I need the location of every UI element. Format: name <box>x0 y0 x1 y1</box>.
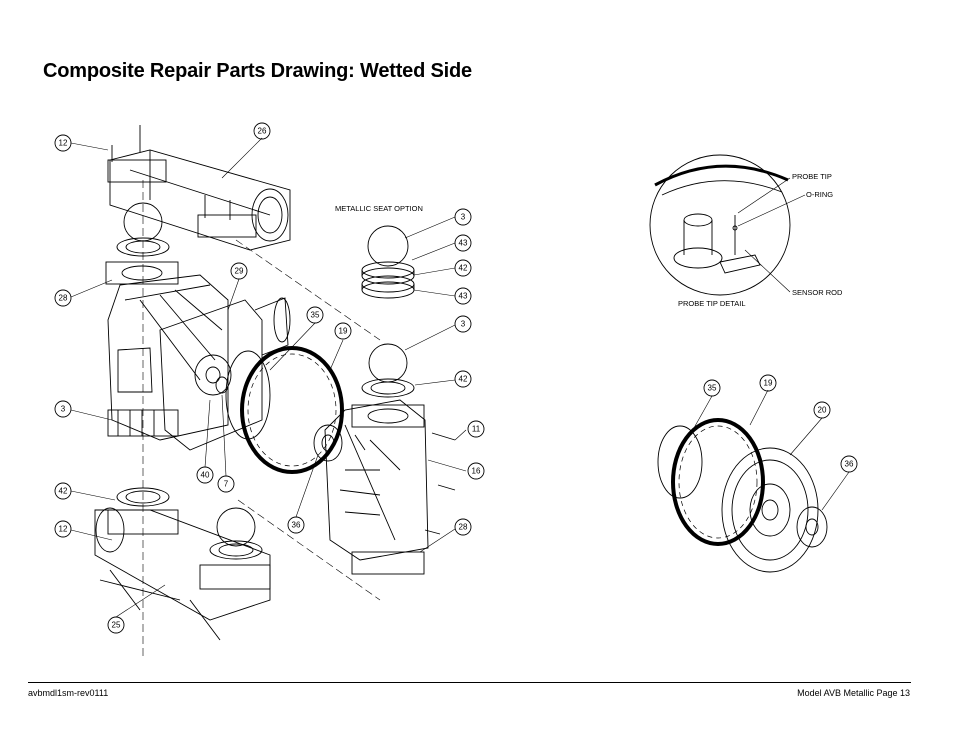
callout-16: 16 <box>467 462 485 480</box>
probe-tip-label: PROBE TIP <box>792 172 832 181</box>
callout-label: 12 <box>59 139 68 148</box>
callout-label: 36 <box>292 521 301 530</box>
top-seat-left <box>105 237 179 285</box>
callout-42c: 42 <box>454 370 472 388</box>
callout-label: 40 <box>201 471 210 480</box>
callout-label: 11 <box>472 425 481 434</box>
callout-43a: 43 <box>454 234 472 252</box>
fasteners-11 <box>424 432 456 535</box>
o-ring-label: O-RING <box>806 190 833 199</box>
callout-label: 43 <box>459 239 468 248</box>
callout-25: 25 <box>107 616 125 634</box>
callout-label: 42 <box>59 487 68 496</box>
callout-26: 26 <box>253 122 271 140</box>
callout-label: 25 <box>112 621 121 630</box>
alignment-lines <box>142 180 381 660</box>
leader-lines <box>70 137 467 618</box>
callout-35: 35 <box>306 306 324 324</box>
callout-label: 26 <box>258 127 267 136</box>
metallic-seat-option <box>361 225 415 299</box>
diaphragm-19 <box>240 346 344 474</box>
center-body-left <box>107 274 229 441</box>
callout-d20: 20 <box>813 401 831 419</box>
callout-label: 43 <box>459 292 468 301</box>
callout-label: 3 <box>461 320 466 329</box>
sensor-rod-label: SENSOR ROD <box>792 288 843 297</box>
page-number: Model AVB Metallic Page 13 <box>797 688 910 698</box>
callout-label: 19 <box>764 379 773 388</box>
page-title: Composite Repair Parts Drawing: Wetted S… <box>43 60 472 82</box>
bottom-manifold <box>94 487 271 641</box>
callout-40: 40 <box>196 466 214 484</box>
air-chamber-plate <box>159 297 291 451</box>
footer-rule <box>28 682 911 683</box>
top-manifold <box>107 125 291 251</box>
callout-d35: 35 <box>703 379 721 397</box>
callout-43b: 43 <box>454 287 472 305</box>
callout-36: 36 <box>287 516 305 534</box>
callout-11: 11 <box>467 420 485 438</box>
callout-29: 29 <box>230 262 248 280</box>
callout-label: 3 <box>461 213 466 222</box>
callout-label: 19 <box>339 327 348 336</box>
callout-12b: 12 <box>54 520 72 538</box>
callout-label: 42 <box>459 264 468 273</box>
callout-28b: 28 <box>454 518 472 536</box>
callout-label: 35 <box>311 311 320 320</box>
callout-label: 12 <box>59 525 68 534</box>
callout-3a: 3 <box>54 400 72 418</box>
callout-label: 35 <box>708 384 717 393</box>
callout-3b: 3 <box>454 208 472 226</box>
callout-label: 16 <box>472 467 481 476</box>
callout-7: 7 <box>217 475 235 493</box>
callout-label: 36 <box>845 460 854 469</box>
callout-42b: 42 <box>454 259 472 277</box>
callout-d19: 19 <box>759 374 777 392</box>
callout-label: 7 <box>224 480 229 489</box>
callout-3c: 3 <box>454 315 472 333</box>
callout-label: 42 <box>459 375 468 384</box>
parts-drawing: 26 12 28 29 3 42 12 25 40 7 35 19 36 3 4… <box>54 122 858 660</box>
callout-label: 20 <box>818 406 827 415</box>
probe-tip-detail <box>649 154 806 296</box>
callout-12a: 12 <box>54 134 72 152</box>
callout-label: 29 <box>235 267 244 276</box>
outer-piston-36 <box>313 424 343 462</box>
callout-label: 28 <box>59 294 68 303</box>
callout-d36: 36 <box>840 455 858 473</box>
callout-label: 3 <box>61 405 66 414</box>
fluid-chamber-right <box>324 343 429 575</box>
detail-leader-lines <box>689 389 850 511</box>
metallic-seat-option-label: METALLIC SEAT OPTION <box>335 204 423 213</box>
document-code: avbmdl1sm-rev0111 <box>28 688 109 698</box>
callout-label: 28 <box>459 523 468 532</box>
callout-19: 19 <box>334 322 352 340</box>
callout-28a: 28 <box>54 289 72 307</box>
callout-42a: 42 <box>54 482 72 500</box>
probe-tip-detail-label: PROBE TIP DETAIL <box>678 299 746 308</box>
diaphragm-detail <box>657 418 828 573</box>
